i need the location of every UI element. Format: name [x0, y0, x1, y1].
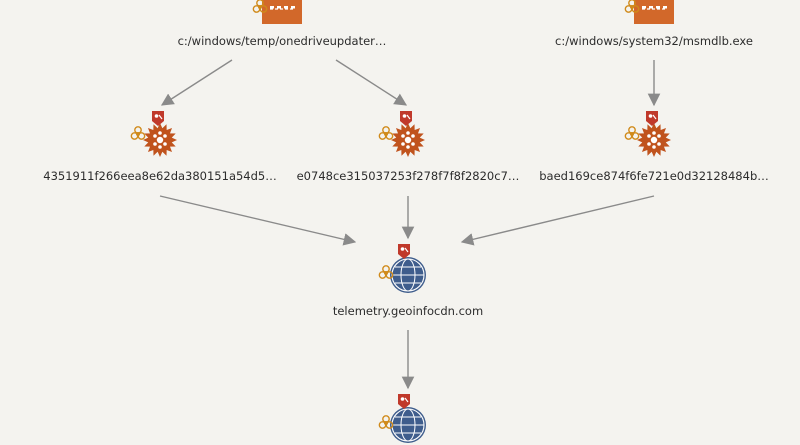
- edge-hash1-domain1: [159, 195, 357, 246]
- malware-icon: [637, 123, 671, 157]
- threat-tag-icon: [398, 394, 410, 409]
- file-icon: [262, 0, 302, 24]
- biohazard-icon: [130, 126, 146, 140]
- node-label-file1[interactable]: c:/windows/temp/onedriveupdater…: [177, 34, 387, 48]
- globe-icon: [390, 407, 426, 443]
- malware-icon: [391, 123, 425, 157]
- node-label-file2[interactable]: c:/windows/system32/msmdlb.exe: [555, 34, 753, 48]
- biohazard-icon: [624, 0, 640, 13]
- node-label-domain1[interactable]: telemetry.geoinfocdn.com: [332, 304, 484, 318]
- node-label-hash3[interactable]: baed169ce874f6fe721e0d32128484b…: [539, 169, 769, 183]
- globe-icon: [390, 257, 426, 293]
- threat-tag-icon: [400, 111, 412, 126]
- biohazard-icon: [378, 265, 394, 279]
- biohazard-icon: [378, 415, 394, 429]
- edge-file1-hash2: [335, 59, 408, 106]
- threat-tag-icon: [398, 244, 410, 259]
- node-label-hash1[interactable]: 4351911f266eea8e62da380151a54d5…: [43, 169, 277, 183]
- edge-file1-hash1: [160, 59, 233, 106]
- biohazard-icon: [378, 126, 394, 140]
- edge-hash3-domain1: [460, 195, 655, 246]
- malware-icon: [143, 123, 177, 157]
- biohazard-icon: [624, 126, 640, 140]
- threat-tag-icon: [646, 111, 658, 126]
- node-label-hash2[interactable]: e0748ce315037253f278f7f8f2820c7…: [296, 169, 520, 183]
- file-icon: [634, 0, 674, 24]
- biohazard-icon: [252, 0, 268, 13]
- threat-tag-icon: [152, 111, 164, 126]
